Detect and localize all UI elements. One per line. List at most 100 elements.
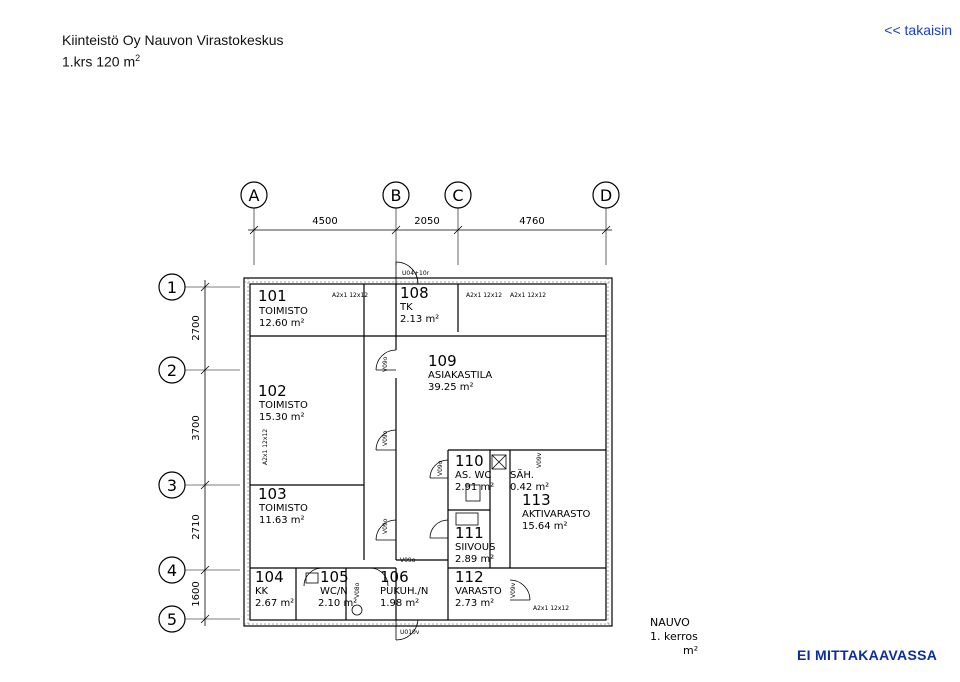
- svg-text:12.60 m²: 12.60 m²: [259, 318, 305, 329]
- svg-text:NAUVO: NAUVO: [650, 616, 690, 629]
- row-axis-4: 4: [158, 556, 240, 584]
- room-112: 112 VARASTO 2.73 m²: [455, 568, 502, 609]
- svg-text:104: 104: [255, 568, 284, 586]
- svg-text:AKTIVARASTO: AKTIVARASTO: [522, 509, 591, 520]
- svg-text:TK: TK: [399, 302, 413, 313]
- svg-text:103: 103: [258, 485, 287, 503]
- fixtures: [305, 454, 507, 616]
- interior-walls: [250, 284, 606, 620]
- svg-text:TOIMISTO: TOIMISTO: [258, 503, 308, 514]
- svg-text:2.67 m²: 2.67 m²: [255, 598, 294, 609]
- svg-text:1.98 m²: 1.98 m²: [380, 598, 419, 609]
- title-block: Kiinteistö Oy Nauvon Virastokeskus 1.krs…: [62, 31, 284, 71]
- svg-text:2.13 m²: 2.13 m²: [400, 314, 439, 325]
- svg-text:113: 113: [522, 491, 551, 509]
- column-axis-a: A: [240, 181, 268, 265]
- door-tag: V09o: [437, 460, 444, 476]
- svg-text:TOIMISTO: TOIMISTO: [258, 400, 308, 411]
- svg-text:110: 110: [455, 452, 484, 470]
- window-tags: A2x1 12x12 A2x1 12x12 A2x1 12x12 A2x1 12…: [262, 292, 569, 612]
- row-axis-5: 5: [158, 605, 240, 633]
- row-axis-2: 2: [158, 356, 240, 384]
- column-axis-d: D: [592, 181, 620, 265]
- dim-4-5: 1600: [191, 581, 202, 606]
- room-110: 110 AS. WC 2.91 m²: [455, 452, 494, 493]
- area-unit-sup: 2: [135, 53, 141, 63]
- door-tag: V09o: [400, 557, 416, 564]
- column-dimension-line: 4500 2050 4760: [248, 216, 612, 235]
- door-tag: U04+10r: [402, 270, 430, 277]
- svg-text:2.89 m²: 2.89 m²: [455, 554, 494, 565]
- column-axis-b: B: [382, 181, 410, 265]
- svg-text:1. kerros: 1. kerros: [650, 630, 698, 643]
- row-axis-1: 1: [158, 273, 240, 301]
- svg-text:112: 112: [455, 568, 484, 586]
- room-109: 109 ASIAKASTILA 39.25 m²: [428, 352, 492, 393]
- svg-text:5: 5: [167, 610, 177, 629]
- svg-text:SIIVOUS: SIIVOUS: [455, 542, 495, 553]
- floor-area-label: 1.krs 120 m2: [62, 49, 284, 71]
- room-106: 106 PUKUH./N 1.98 m²: [380, 568, 428, 609]
- exterior-walls: [243, 277, 613, 627]
- door-tag: V09o: [382, 356, 389, 372]
- door-tag: V09o: [382, 430, 389, 446]
- svg-text:109: 109: [428, 352, 457, 370]
- svg-text:PUKUH./N: PUKUH./N: [380, 586, 428, 597]
- svg-text:C: C: [452, 186, 463, 205]
- svg-text:102: 102: [258, 382, 287, 400]
- room-113: 113 AKTIVARASTO 15.64 m²: [522, 491, 591, 532]
- back-link[interactable]: << takaisin: [884, 22, 952, 38]
- svg-text:106: 106: [380, 568, 409, 586]
- dim-1-2: 2700: [191, 315, 202, 340]
- svg-text:2.91 m²: 2.91 m²: [455, 482, 494, 493]
- svg-text:B: B: [391, 186, 402, 205]
- svg-text:4: 4: [167, 561, 177, 580]
- svg-text:WC/N: WC/N: [320, 586, 348, 597]
- scale-note: EI MITTAKAAVASSA: [797, 647, 938, 663]
- building-title: Kiinteistö Oy Nauvon Virastokeskus: [62, 32, 284, 48]
- window-tag: A2x1 12x12: [533, 605, 569, 612]
- svg-text:SÄH.: SÄH.: [510, 468, 534, 481]
- svg-text:AS. WC: AS. WC: [455, 470, 491, 481]
- svg-text:2: 2: [167, 361, 177, 380]
- window-tag: A2x1 12x12: [466, 292, 502, 299]
- svg-text:101: 101: [258, 287, 287, 305]
- room-102: 102 TOIMISTO 15.30 m²: [258, 382, 308, 423]
- svg-text:15.64 m²: 15.64 m²: [522, 521, 568, 532]
- svg-text:VARASTO: VARASTO: [455, 586, 502, 597]
- door-tag: V08o: [354, 582, 361, 598]
- room-105: 105 WC/N 2.10 m²: [318, 568, 357, 609]
- window-tag: A2x1 12x12: [262, 429, 269, 465]
- svg-text:TOIMISTO: TOIMISTO: [258, 306, 308, 317]
- door-tags: U04+10r U010v V09o V09o V09o V09o V09o V…: [354, 270, 543, 636]
- svg-text:3: 3: [167, 476, 177, 495]
- svg-text:105: 105: [320, 568, 349, 586]
- door-tag: V09v: [510, 582, 517, 598]
- svg-text:111: 111: [455, 524, 484, 542]
- door-swings: [303, 261, 531, 641]
- column-axis-c: C: [444, 181, 472, 265]
- svg-text:2.10 m²: 2.10 m²: [318, 598, 357, 609]
- door-tag: V09v: [536, 452, 543, 468]
- room-104: 104 KK 2.67 m²: [255, 568, 294, 609]
- row-dimension-line: 2700 3700 2710 1600: [191, 280, 210, 626]
- dim-2-3: 3700: [191, 415, 202, 440]
- svg-text:15.30 m²: 15.30 m²: [259, 412, 305, 423]
- room-103: 103 TOIMISTO 11.63 m²: [258, 485, 308, 526]
- plan-legend: NAUVO 1. kerros m²: [650, 616, 698, 657]
- svg-text:A: A: [249, 186, 260, 205]
- svg-text:0.42 m²: 0.42 m²: [510, 482, 549, 493]
- window-tag: A2x1 12x12: [332, 292, 368, 299]
- svg-text:2.73 m²: 2.73 m²: [455, 598, 494, 609]
- svg-text:39.25 m²: 39.25 m²: [428, 382, 474, 393]
- svg-text:D: D: [600, 186, 612, 205]
- row-axis-3: 3: [158, 471, 240, 499]
- room-sah: SÄH. 0.42 m²: [510, 468, 549, 493]
- svg-text:m²: m²: [683, 644, 698, 657]
- svg-text:KK: KK: [255, 586, 269, 597]
- svg-text:ASIAKASTILA: ASIAKASTILA: [428, 370, 492, 381]
- svg-text:11.63 m²: 11.63 m²: [259, 515, 305, 526]
- svg-text:1: 1: [167, 278, 177, 297]
- room-108: 108 TK 2.13 m²: [399, 284, 439, 325]
